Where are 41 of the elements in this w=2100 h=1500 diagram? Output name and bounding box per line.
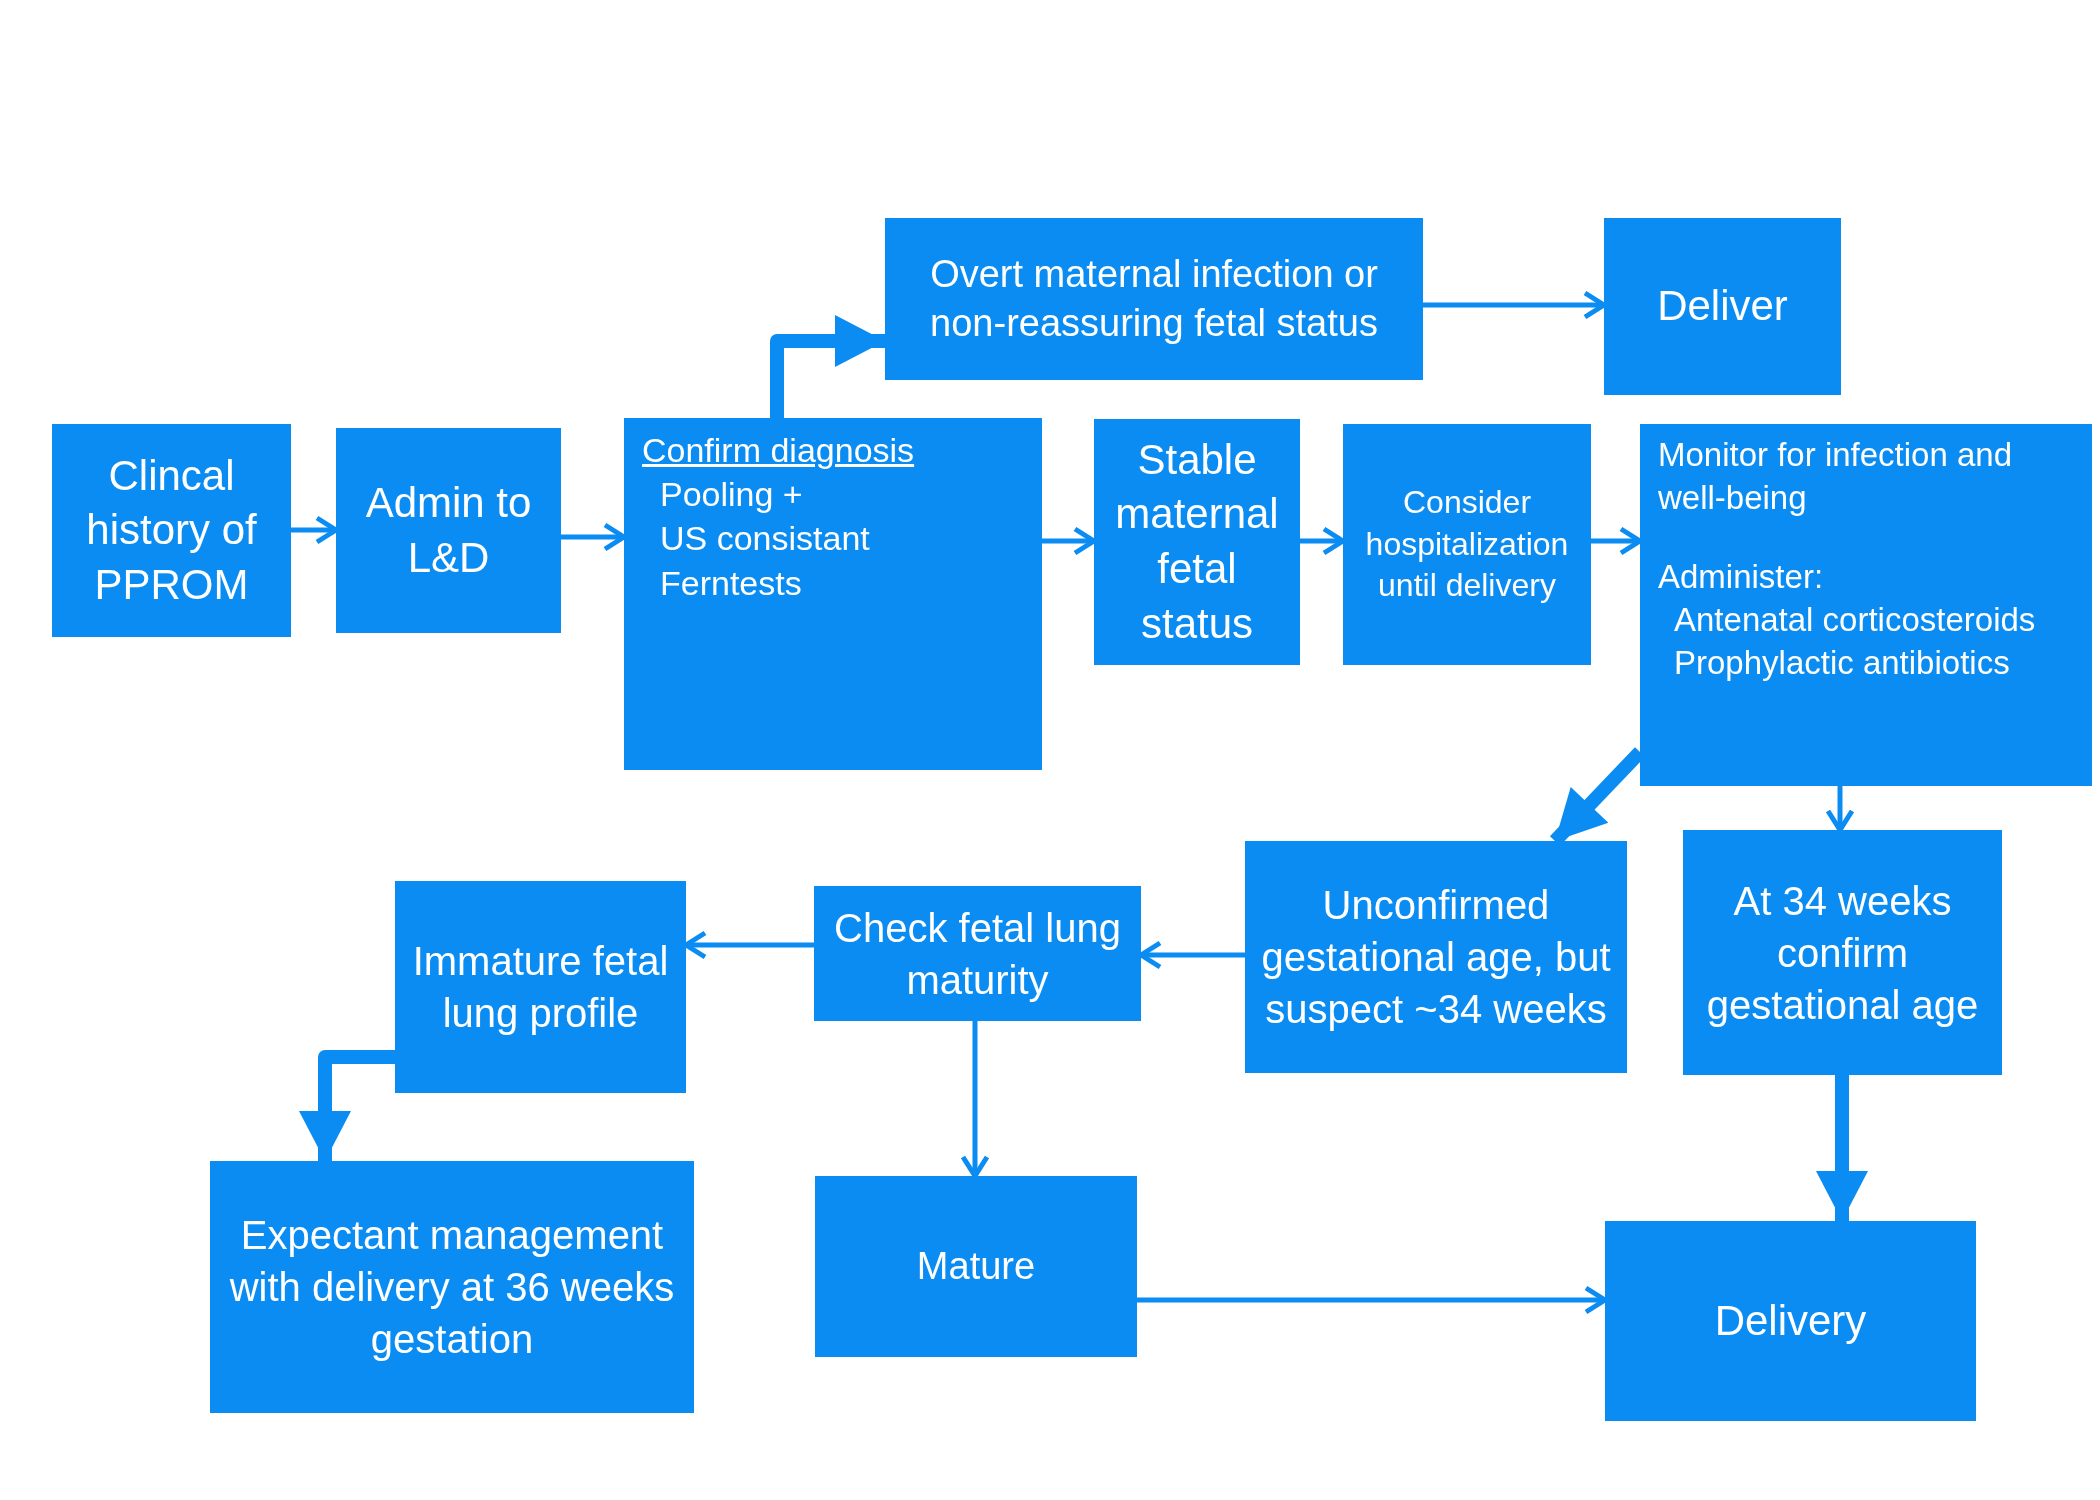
process-box (1604, 218, 1841, 395)
box-label: Administer: (1658, 556, 1824, 597)
box-label: Stable maternal fetal status (1114, 434, 1280, 649)
process-box (885, 218, 1423, 380)
process-box (336, 428, 561, 633)
box-label: Confirm diagnosis (642, 430, 915, 471)
box-label: Prophylactic antibiotics (1673, 642, 2010, 683)
box-label: US consistant (659, 518, 870, 560)
box-label: Expectant management with delivery at 36 weeks gestation (228, 1212, 676, 1363)
box-label: Monitor for infection and well-being (1658, 435, 2014, 518)
arrow (770, 315, 885, 418)
box-label: Antenatal corticosteroids (1673, 599, 2036, 640)
process-box (1605, 1221, 1976, 1421)
box-label: Pooling + (659, 474, 803, 516)
box-label: Ferntests (659, 562, 802, 604)
process-box (1245, 841, 1627, 1073)
process-box (624, 418, 1042, 770)
box-label: Admin to L&D (364, 477, 533, 583)
arrow (1816, 1075, 1868, 1221)
process-box (1640, 424, 2092, 786)
box-label: Consider hospitalization until delivery (1364, 483, 1570, 606)
process-box (815, 1176, 1137, 1357)
process-box (1683, 830, 2002, 1075)
arrow (960, 1021, 990, 1179)
box-label: Immature fetal lung profile (411, 938, 670, 1037)
process-box (395, 881, 686, 1093)
process-box (52, 424, 291, 637)
arrow (299, 1050, 395, 1161)
process-box (1343, 424, 1591, 665)
box-label: Check fetal lung maturity (833, 904, 1122, 1004)
box-label: Unconfirmed gestational age, but suspect ~34 weeks (1260, 882, 1612, 1033)
box-label: Mature (916, 1243, 1036, 1289)
process-box (1094, 419, 1300, 665)
process-box (210, 1161, 694, 1413)
box-label: Delivery (1714, 1295, 1867, 1346)
process-box (814, 886, 1141, 1021)
box-label: Clincal history of PPROM (85, 450, 258, 610)
box-label: Overt maternal infection or non-reassuring fetal status (929, 251, 1379, 346)
box-label: At 34 weeks confirm gestational age (1705, 877, 1980, 1029)
arrow (1825, 786, 1855, 833)
box-label: Deliver (1657, 281, 1788, 332)
